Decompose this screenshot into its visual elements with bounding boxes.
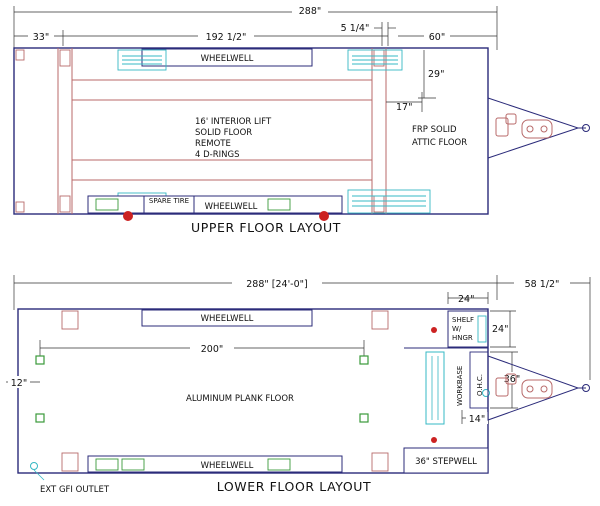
lower-floor-plan: 288" [24'-0"] 58 1/2" 24" WHEELWELL WHEE… bbox=[6, 275, 591, 495]
interior-note-line-1: 16' INTERIOR LIFT bbox=[195, 117, 272, 127]
upper-wheelwell-top bbox=[141, 48, 313, 67]
upper-hitch-tongue bbox=[487, 97, 590, 159]
upper-corner-posts bbox=[15, 49, 385, 213]
interior-note-line-4: 4 D-RINGS bbox=[195, 150, 239, 160]
spare-tire-label: SPARE TIRE bbox=[149, 197, 189, 205]
lower-floor-label: ALUMINUM PLANK FLOOR bbox=[186, 394, 294, 404]
stepwell-label: 36" STEPWELL bbox=[415, 457, 477, 467]
upper-vertical-dim-label: 29" bbox=[428, 69, 444, 80]
lower-overall-dim-label: 288" [24'-0"] bbox=[246, 279, 307, 290]
shelf-label-line-3: HNGR bbox=[452, 334, 473, 342]
attic-note-line-1: FRP SOLID bbox=[412, 125, 457, 135]
upper-overall-dimension bbox=[13, 6, 498, 50]
upper-wheelwell-bottom-label: WHEELWELL bbox=[205, 202, 258, 212]
upper-floor-plan: 288" 33" 192 1/2" 5 1/4" 60" bbox=[13, 4, 590, 235]
spare-tire-box bbox=[143, 195, 195, 214]
upper-interior-notes: 16' INTERIOR LIFT SOLID FLOOR REMOTE 4 D… bbox=[195, 117, 272, 160]
lower-span-dim-label: 200" bbox=[201, 344, 224, 355]
upper-overall-dim-label: 288" bbox=[299, 6, 322, 17]
upper-marker-light-left bbox=[123, 211, 133, 221]
lower-propane-tanks bbox=[495, 373, 553, 399]
lower-ohc-width-dim-label: 14" bbox=[469, 414, 485, 425]
upper-17in-dimension bbox=[386, 92, 423, 112]
upper-left-dim-label: 33" bbox=[33, 32, 49, 43]
workbase-label: WORKBASE bbox=[456, 366, 464, 406]
lower-wheelwell-top bbox=[141, 309, 313, 327]
lower-hitch-tongue bbox=[487, 355, 590, 421]
workbase-bench bbox=[425, 351, 445, 425]
upper-small-dim-label: 5 1/4" bbox=[341, 23, 370, 34]
upper-floor-title: UPPER FLOOR LAYOUT bbox=[191, 220, 341, 235]
upper-marker-light-right bbox=[319, 211, 329, 221]
lower-shelf-width-dim-label: 24" bbox=[458, 294, 474, 305]
upper-horizontal-dim-label: 17" bbox=[396, 102, 412, 113]
upper-29in-dimension bbox=[418, 50, 436, 99]
lower-wheelwell-top-label: WHEELWELL bbox=[201, 314, 254, 324]
upper-right-dim-label: 60" bbox=[429, 32, 445, 43]
upper-propane-tanks bbox=[495, 113, 553, 139]
lower-wheelwell-bottom bbox=[87, 455, 343, 473]
stepwell bbox=[403, 447, 489, 474]
lower-tongue-dim-label: 58 1/2" bbox=[525, 279, 560, 290]
lower-wheelwell-bottom-label: WHEELWELL bbox=[201, 461, 254, 471]
lower-ohc-height-dim-label: 36" bbox=[504, 374, 520, 385]
lower-floor-title: LOWER FLOOR LAYOUT bbox=[217, 479, 372, 494]
upper-middle-dim-label: 192 1/2" bbox=[206, 32, 247, 43]
lower-shelf-depth-dim-label: 24" bbox=[492, 324, 508, 335]
ohc-label: O.H.C. bbox=[476, 374, 484, 396]
shelf-label-line-2: W/ bbox=[452, 325, 462, 333]
interior-note-line-3: REMOTE bbox=[195, 139, 231, 149]
interior-note-line-2: SOLID FLOOR bbox=[195, 128, 252, 138]
lower-d-ring-tiedowns bbox=[35, 355, 369, 423]
attic-note-line-2: ATTIC FLOOR bbox=[412, 138, 467, 148]
upper-light-fixtures bbox=[117, 49, 431, 214]
upper-lift-rails bbox=[57, 48, 387, 214]
lower-left-offset-dim-label: 12" bbox=[11, 378, 27, 389]
upper-wheelwell-top-label: WHEELWELL bbox=[201, 54, 254, 64]
shelf-with-hanger bbox=[447, 310, 489, 348]
gfi-outlet-label: EXT GFI OUTLET bbox=[40, 485, 110, 495]
shelf-label-line-1: SHELF bbox=[452, 316, 474, 324]
lower-corner-posts bbox=[61, 310, 389, 472]
